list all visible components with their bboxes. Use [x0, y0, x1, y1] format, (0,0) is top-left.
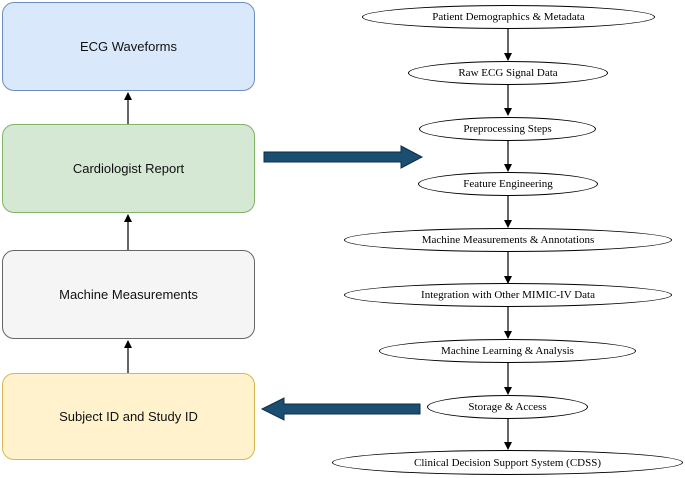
oval-label: Feature Engineering: [463, 178, 553, 190]
oval-integration-mimic: Integration with Other MIMIC-IV Data: [344, 283, 672, 307]
oval-label: Machine Learning & Analysis: [441, 345, 574, 357]
subject-study-id-label: Subject ID and Study ID: [59, 409, 198, 424]
oval-label: Patient Demographics & Metadata: [432, 11, 585, 23]
ecg-waveforms-label: ECG Waveforms: [79, 39, 178, 54]
oval-raw-ecg-signal: Raw ECG Signal Data: [408, 61, 608, 85]
oval-patient-demographics: Patient Demographics & Metadata: [362, 5, 655, 29]
block-arrow-report-to-pipeline: [263, 145, 424, 169]
ecg-waveforms-box: ECG Waveforms: [2, 2, 255, 91]
oval-label: Integration with Other MIMIC-IV Data: [421, 289, 595, 301]
subject-study-id-box: Subject ID and Study ID: [2, 373, 255, 460]
oval-cdss: Clinical Decision Support System (CDSS): [332, 450, 683, 475]
oval-label: Storage & Access: [468, 401, 547, 413]
machine-measurements-label: Machine Measurements: [59, 287, 198, 302]
oval-feature-engineering: Feature Engineering: [418, 172, 598, 196]
oval-label: Machine Measurements & Annotations: [421, 234, 595, 246]
cardiologist-report-box: Cardiologist Report: [2, 124, 255, 213]
oval-machine-learning: Machine Learning & Analysis: [379, 339, 636, 363]
oval-label: Raw ECG Signal Data: [458, 67, 558, 79]
block-arrow-storage-to-subject: [260, 397, 421, 421]
oval-preprocessing: Preprocessing Steps: [419, 117, 596, 141]
oval-label: Preprocessing Steps: [463, 123, 552, 135]
oval-machine-measurements-annotations: Machine Measurements & Annotations: [344, 228, 672, 252]
cardiologist-report-label: Cardiologist Report: [72, 161, 185, 176]
oval-storage-access: Storage & Access: [427, 395, 588, 419]
machine-measurements-box: Machine Measurements: [2, 250, 255, 339]
oval-label: Clinical Decision Support System (CDSS): [414, 456, 601, 469]
